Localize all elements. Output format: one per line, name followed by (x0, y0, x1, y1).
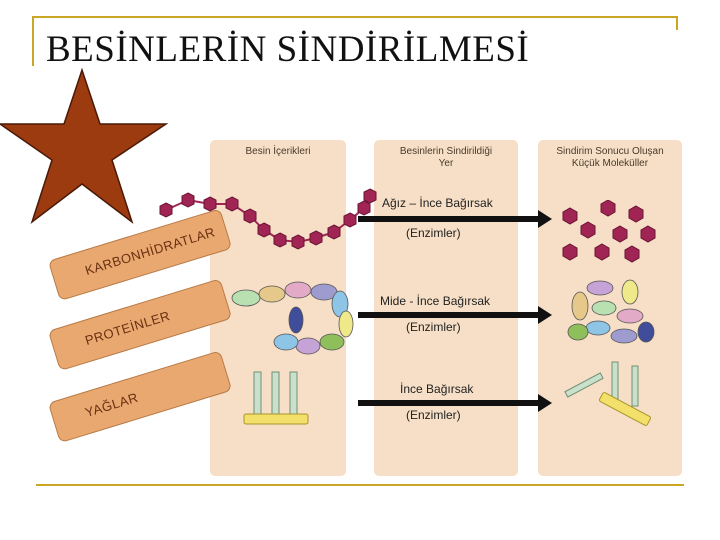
enzyme-proteins: (Enzimler) (406, 320, 461, 334)
place-fats: İnce Bağırsak (400, 382, 474, 396)
arrow-fats (358, 394, 552, 412)
place-proteins: Mide - İnce Bağırsak (380, 294, 491, 308)
monosaccharides (562, 200, 656, 263)
enzyme-carbohydrates: (Enzimler) (406, 226, 461, 240)
fat-molecule (243, 371, 309, 425)
column-result-heading: Sindirim Sonucu Oluşan Küçük Moleküller (556, 146, 664, 169)
frame-top-rule (32, 16, 678, 18)
place-carbohydrates: Ağız – İnce Bağırsak (382, 196, 493, 210)
frame-left-rule (32, 16, 34, 66)
column-food-heading: Besin İçerikleri (245, 146, 311, 157)
column-place (374, 140, 518, 476)
column-place-heading: Besinlerin Sindirildiği Yer (399, 146, 493, 169)
star-icon (0, 67, 169, 225)
arrow-proteins (358, 306, 552, 324)
digestion-figure: Besin İçerikleri Besinlerin Sindirildiği… (38, 130, 684, 482)
enzyme-fats: (Enzimler) (406, 408, 461, 422)
fatty-acids-glycerol (564, 361, 651, 426)
frame-bottom-rule (36, 484, 684, 486)
carbohydrate-chain (159, 188, 377, 250)
arrow-carbohydrates (358, 210, 552, 228)
slide-title: BESİNLERİN SİNDİRİLMESİ (46, 29, 530, 70)
frame-right-rule (676, 16, 678, 30)
amino-acids (567, 279, 655, 344)
protein-chain (231, 281, 354, 355)
